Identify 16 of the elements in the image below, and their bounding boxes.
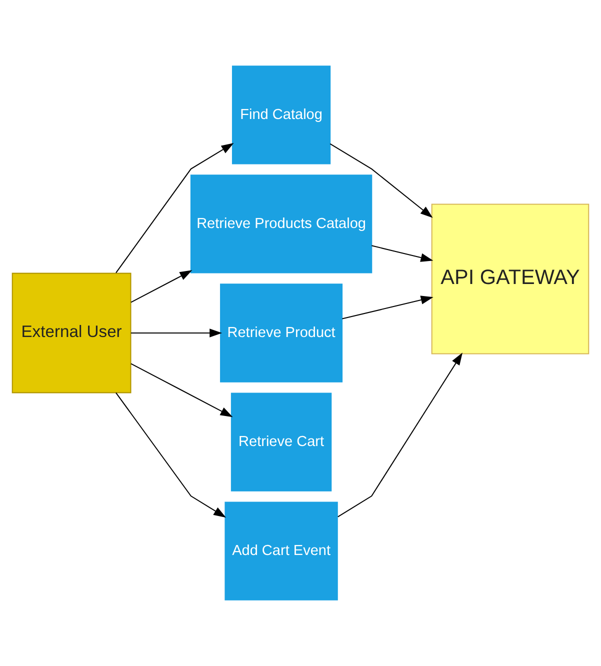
arrow (338, 352, 462, 518)
arrow (116, 143, 234, 274)
node-box: API GATEWAY (431, 204, 590, 354)
arrow (330, 143, 433, 218)
node-box: Retrieve Products Catalog (190, 174, 372, 274)
node-box: Retrieve Product (220, 284, 343, 382)
node-box: External User (12, 272, 132, 394)
arrow (130, 270, 192, 303)
arrow (342, 296, 434, 320)
node-box: Find Catalog (232, 66, 331, 164)
arrow (130, 328, 222, 338)
arrow (372, 245, 434, 262)
arrow (130, 363, 233, 418)
arrow (116, 392, 226, 518)
node-box: Add Cart Event (224, 502, 338, 600)
node-box: Retrieve Cart (230, 392, 332, 492)
